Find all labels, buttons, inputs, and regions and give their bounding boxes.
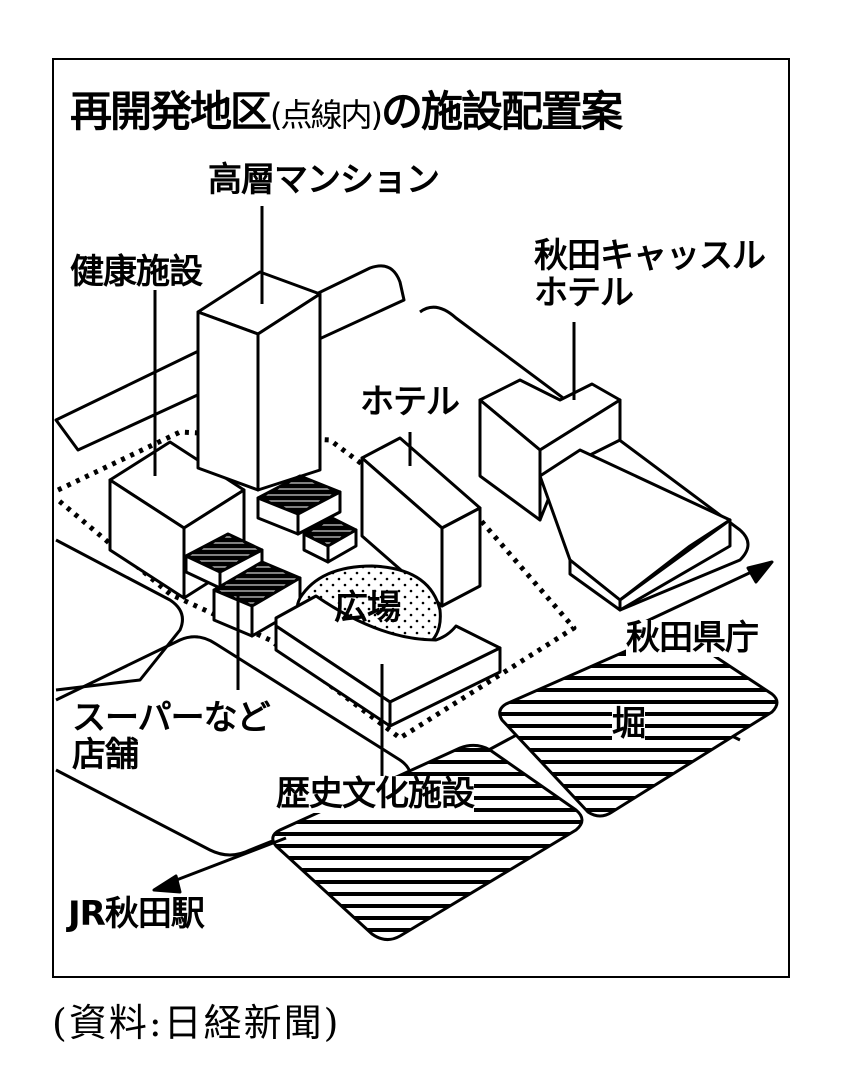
low-building-c bbox=[302, 516, 358, 564]
label-highrise-mansion: 高層マンション bbox=[208, 160, 440, 200]
label-history-culture: 歴史文化施設 bbox=[276, 774, 475, 814]
low-building-a bbox=[256, 474, 342, 536]
supermarket-block bbox=[212, 560, 302, 638]
label-health-facility: 健康施設 bbox=[70, 252, 203, 292]
moat-area-bottom bbox=[271, 743, 584, 941]
label-plaza: 広場 bbox=[334, 588, 401, 628]
arrow-to-prefecture bbox=[631, 560, 774, 630]
arrow-to-station bbox=[152, 836, 287, 894]
road-left-a bbox=[55, 538, 184, 692]
diagram-title: 再開発地区(点線内)の施設配置案 bbox=[70, 87, 623, 136]
castle-hotel-block bbox=[478, 378, 732, 612]
label-hotel: ホテル bbox=[360, 382, 460, 422]
label-castle-hotel: 秋田キャッスル ホテル bbox=[534, 236, 766, 313]
history-culture-block bbox=[274, 594, 502, 728]
highrise-mansion-block bbox=[196, 270, 322, 492]
label-supermarket: スーパーなど 店舗 bbox=[72, 698, 271, 775]
road-block-right bbox=[419, 305, 750, 612]
low-building-b bbox=[184, 532, 264, 590]
source-credit: (資料:日経新聞) bbox=[52, 1001, 341, 1045]
label-moat: 堀 bbox=[612, 704, 646, 744]
hotel-block bbox=[360, 436, 482, 608]
label-jr-station: JR秋田駅 bbox=[68, 894, 205, 934]
label-prefecture: 秋田県庁 bbox=[626, 618, 759, 658]
diagram-frame bbox=[52, 58, 790, 978]
